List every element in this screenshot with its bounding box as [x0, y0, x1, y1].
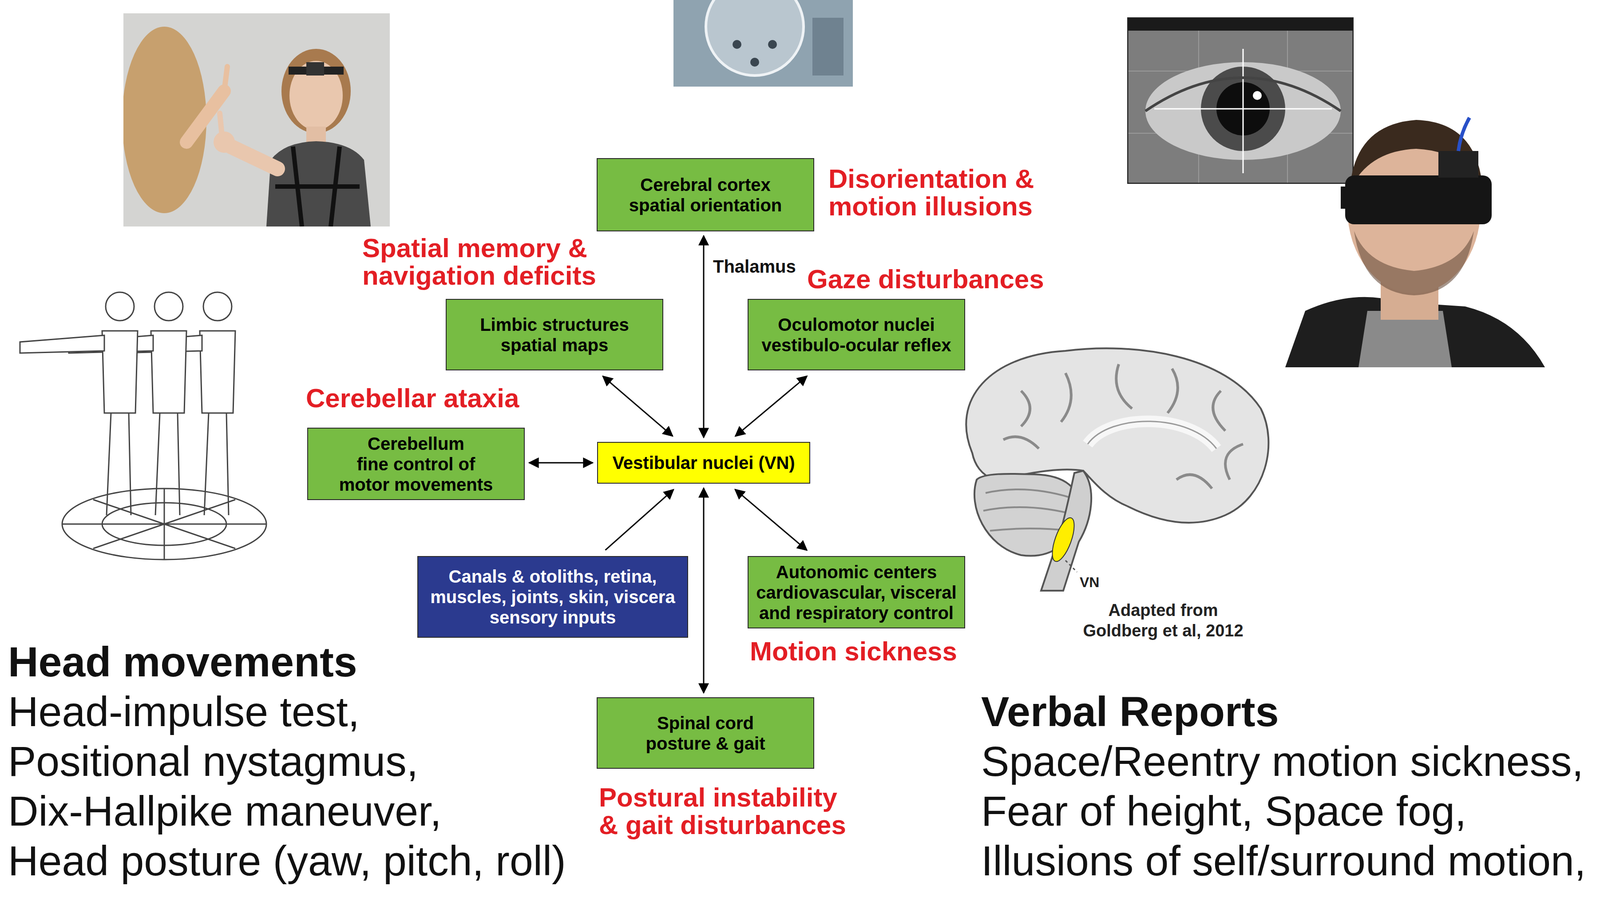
hair [281, 48, 351, 134]
list-item: Fear of height, Space fog, [981, 785, 1467, 836]
station-photo [673, 0, 853, 87]
floor-rays [62, 488, 267, 560]
box-text: Canals & otoliths, retina, muscles, join… [427, 566, 679, 607]
harness [275, 146, 360, 227]
torso [102, 330, 138, 413]
arms [19, 335, 105, 353]
legs [155, 412, 180, 515]
torso [199, 330, 236, 413]
connector-arrow [605, 489, 674, 550]
list-item: Head-impulse test, [7, 686, 360, 737]
connector-arrow [735, 376, 807, 436]
symptom-label: Disorientation & motion illusions [828, 165, 1069, 221]
hub-box: Vestibular nuclei (VN) [597, 441, 811, 484]
cable [1458, 117, 1470, 151]
figure [68, 292, 187, 515]
process-box: Limbic structuresspatial maps [445, 298, 664, 371]
hatch [705, 0, 804, 76]
finger [219, 113, 222, 136]
corpus-callosum-edge [1087, 421, 1217, 449]
brain-section [966, 348, 1269, 591]
grid [1127, 30, 1354, 184]
head [154, 292, 183, 321]
connector-arrow [602, 376, 673, 436]
process-box: Cerebellumfine control of motor movement… [307, 427, 525, 500]
source-note: Adapted from Goldberg et al, 2012 [1074, 599, 1252, 641]
process-box: Spinal cordposture & gait [596, 697, 815, 769]
symptom-label: Motion sickness [749, 637, 981, 666]
torso [150, 330, 187, 413]
box-text: Cerebellum [332, 433, 500, 454]
eye-video-frame [1127, 17, 1354, 184]
head-sensor [306, 62, 325, 76]
callout-label: VN [1079, 573, 1100, 591]
gyri [1003, 364, 1244, 489]
process-box: Oculomotor nucleivestibulo-ocular reflex [747, 298, 966, 371]
connector-arrow [735, 489, 808, 551]
box-text: sensory inputs [427, 606, 679, 628]
arm [230, 146, 278, 169]
finger [224, 66, 228, 92]
symptom-label: Spatial memory & navigation deficits [362, 234, 620, 290]
panel [812, 17, 844, 76]
vestibular-nuclei-mark [1047, 514, 1079, 564]
symptom-label: Postural instability & gait disturbances [598, 783, 852, 839]
box-text: spatial orientation [606, 194, 805, 216]
goggles [1345, 175, 1492, 225]
list-heading: Head movements [7, 636, 358, 687]
list-item: Space/Reentry motion sickness, [981, 736, 1584, 786]
input-box: Canals & otoliths, retina, muscles, join… [417, 555, 689, 638]
leader-line [1065, 560, 1078, 572]
list-item: Head posture (yaw, pitch, roll) [7, 835, 567, 886]
symptom-label: Gaze disturbances [807, 265, 1074, 294]
legs [204, 412, 229, 515]
photo-ground [1127, 17, 1354, 184]
edge-label: Thalamus [712, 256, 797, 277]
frame-bar [1127, 17, 1354, 31]
beard [1354, 230, 1474, 296]
connector-arrow [529, 462, 593, 464]
box-text: fine control of motor movements [332, 453, 500, 495]
frame-border [1127, 17, 1354, 184]
list-item: Illusions of self/surround motion, [981, 835, 1586, 886]
eyelid [1145, 77, 1341, 111]
box-text: Spinal cord [606, 712, 805, 733]
list-item: Positional nystagmus, [7, 736, 419, 786]
box-text: spatial maps [455, 334, 654, 356]
box-text: Cerebral cortex [606, 174, 805, 195]
connector-arrow [703, 487, 705, 693]
symptom-label: Cerebellar ataxia [305, 384, 546, 412]
goggle-camera [1438, 150, 1479, 178]
bolt [768, 39, 777, 49]
crosshair [1154, 48, 1332, 174]
torso [266, 141, 371, 227]
goggle-camera [1340, 186, 1355, 209]
box-text: Limbic structures [455, 314, 654, 335]
list-heading: Verbal Reports [981, 686, 1280, 737]
exam-photo [123, 13, 390, 227]
box-text: posture & gait [606, 732, 805, 754]
corpus-callosum [1087, 421, 1217, 449]
head [105, 292, 135, 321]
bolt [750, 57, 760, 67]
goggles-photo [1285, 117, 1545, 368]
stepping-test-drawing [19, 292, 267, 560]
glint [1252, 91, 1262, 100]
hair [123, 26, 207, 214]
box-text: cardiovascular, visceral and respiratory… [752, 582, 960, 623]
connector-arrow [703, 235, 705, 438]
process-box: Autonomic centerscardiovascular, viscera… [747, 555, 966, 629]
figure [19, 292, 138, 515]
box-text: Vestibular nuclei (VN) [603, 452, 804, 473]
bolt [732, 39, 742, 49]
process-box: Cerebral cortexspatial orientation [596, 158, 815, 232]
legs [106, 412, 131, 515]
brainstem [1041, 470, 1092, 591]
box-text: Oculomotor nuclei [757, 314, 956, 335]
floor-circle [62, 488, 267, 560]
box-text: Autonomic centers [752, 561, 960, 583]
list-item: Dix-Hallpike maneuver, [7, 785, 442, 836]
box-text: vestibulo-ocular reflex [757, 334, 956, 356]
head [203, 292, 232, 321]
